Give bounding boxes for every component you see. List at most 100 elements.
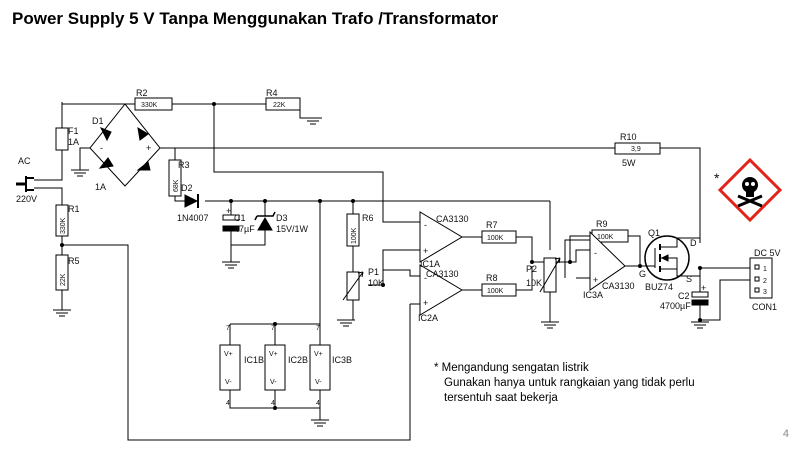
ic2b-block xyxy=(264,344,286,391)
label-r9: R9 xyxy=(596,219,608,229)
ground-icon xyxy=(337,319,355,327)
label-ic1b: IC1B xyxy=(244,355,264,365)
label-ic3b-pin7: 7 xyxy=(316,325,320,332)
label-q1-part: BUZ74 xyxy=(645,282,673,292)
mosfet-q1 xyxy=(644,235,701,281)
label-c1-plus: + xyxy=(226,206,231,216)
label-bridge-plus: + xyxy=(146,143,151,153)
connector-con1 xyxy=(749,257,773,299)
resistor-r10 xyxy=(614,142,661,155)
label-ic2b-pin7: 7 xyxy=(271,325,275,332)
resistor-r6 xyxy=(346,213,360,247)
skull-crossbones-icon xyxy=(717,157,783,223)
label-q1-s: S xyxy=(686,274,692,284)
label-c2: C2 xyxy=(678,291,690,301)
label-f1-val: 1A xyxy=(68,137,79,147)
label-con1: CON1 xyxy=(752,302,777,312)
capacitor-c1 xyxy=(222,214,240,235)
label-r8: R8 xyxy=(486,273,498,283)
label-r2-val: 330K xyxy=(141,102,158,109)
label-q1: Q1 xyxy=(648,228,660,238)
label-q1-d: D xyxy=(690,238,697,248)
op-amp-ic1a xyxy=(419,211,463,263)
ground-icon xyxy=(304,117,322,125)
note-line-3: tersentuh saat bekerja xyxy=(444,392,558,404)
label-ic1b-vminus: V- xyxy=(225,379,232,386)
ground-icon xyxy=(541,321,559,329)
label-ic1b-pin7: 7 xyxy=(226,325,230,332)
label-r7-val: 100K xyxy=(487,235,504,242)
p1-arrow-icon xyxy=(342,271,364,301)
label-pin1: 1 xyxy=(763,266,767,273)
ground-icon xyxy=(222,261,240,269)
p2-arrow-icon xyxy=(539,257,561,293)
capacitor-c2 xyxy=(691,291,709,306)
ic1b-block xyxy=(219,344,241,391)
warning-note: * Mengandung sengatan listrik Gunakan ha… xyxy=(434,361,695,406)
fuse-f1 xyxy=(55,127,69,151)
label-ic2a-plus: + xyxy=(423,298,428,308)
label-ic1b-pin4: 4 xyxy=(226,400,230,407)
label-r3-val: 68K xyxy=(173,179,180,192)
label-r4-val: 22K xyxy=(273,102,286,109)
label-r6: R6 xyxy=(362,213,374,223)
resistor-r7 xyxy=(481,230,517,244)
junction-dots xyxy=(60,102,702,410)
resistor-r1 xyxy=(55,204,69,237)
label-bridge-minus: - xyxy=(100,143,103,153)
label-220v: 220V xyxy=(16,194,37,204)
label-ic1a-part: CA3130 xyxy=(436,214,469,224)
label-ic3a-part: CA3130 xyxy=(602,281,635,291)
ic3b-block xyxy=(309,344,331,391)
ground-icon xyxy=(53,309,71,317)
ground-icon xyxy=(691,321,709,329)
zener-diode-d3 xyxy=(254,211,276,231)
op-amp-ic3a xyxy=(589,230,626,291)
label-pin3: 3 xyxy=(763,289,767,296)
label-d3: D3 xyxy=(276,213,288,223)
label-dc5v: DC 5V xyxy=(754,248,781,258)
label-ac: AC xyxy=(18,156,31,166)
bridge-rectifier-d1 xyxy=(89,103,161,187)
label-p2-val: 10K xyxy=(526,278,542,288)
ground-icon xyxy=(71,169,89,177)
page-number: 4 xyxy=(782,428,789,440)
label-r9-val: 100K xyxy=(597,234,614,241)
label-ic3b-vplus: V+ xyxy=(314,351,323,358)
resistor-r4 xyxy=(265,97,301,111)
label-r6-val: 100K xyxy=(351,227,358,244)
label-c2-plus: + xyxy=(701,283,706,293)
label-ic3b-vminus: V- xyxy=(315,379,322,386)
label-pin2: 2 xyxy=(763,278,767,285)
label-ic2a-part: CA3130 xyxy=(426,269,459,279)
ic-power-blocks xyxy=(219,344,331,391)
label-f1: F1 xyxy=(68,126,79,136)
label-p2: P2 xyxy=(526,264,537,274)
resistor-r3 xyxy=(168,159,182,197)
label-r8-val: 100K xyxy=(487,288,504,295)
label-ic3b: IC3B xyxy=(332,355,352,365)
label-p1-val: 10K xyxy=(368,278,384,288)
label-c2-val: 4700µF xyxy=(660,301,691,311)
label-d3-val: 15V/1W xyxy=(276,224,309,234)
label-r10-w: 5W xyxy=(622,158,636,168)
label-asterisk: * xyxy=(714,170,720,186)
label-ic2b: IC2B xyxy=(288,355,308,365)
label-ic1a-minus: - xyxy=(424,220,427,230)
label-r5: R5 xyxy=(68,256,80,266)
label-r7: R7 xyxy=(486,220,498,230)
resistor-r8 xyxy=(481,283,517,297)
label-ic1a: IC1A xyxy=(420,259,440,269)
note-line-1: * Mengandung sengatan listrik xyxy=(434,362,589,374)
label-q1-g: G xyxy=(639,269,646,279)
ac-plug-icon xyxy=(16,176,34,192)
label-r1: R1 xyxy=(68,204,80,214)
label-c1: C1 xyxy=(234,213,246,223)
label-d1: D1 xyxy=(92,116,104,126)
label-ic3a: IC3A xyxy=(583,290,603,300)
resistors xyxy=(55,97,661,301)
diode-d2 xyxy=(184,194,199,208)
label-r5-val: 22K xyxy=(60,273,67,286)
page-title: Power Supply 5 V Tanpa Menggunakan Trafo… xyxy=(12,9,499,28)
